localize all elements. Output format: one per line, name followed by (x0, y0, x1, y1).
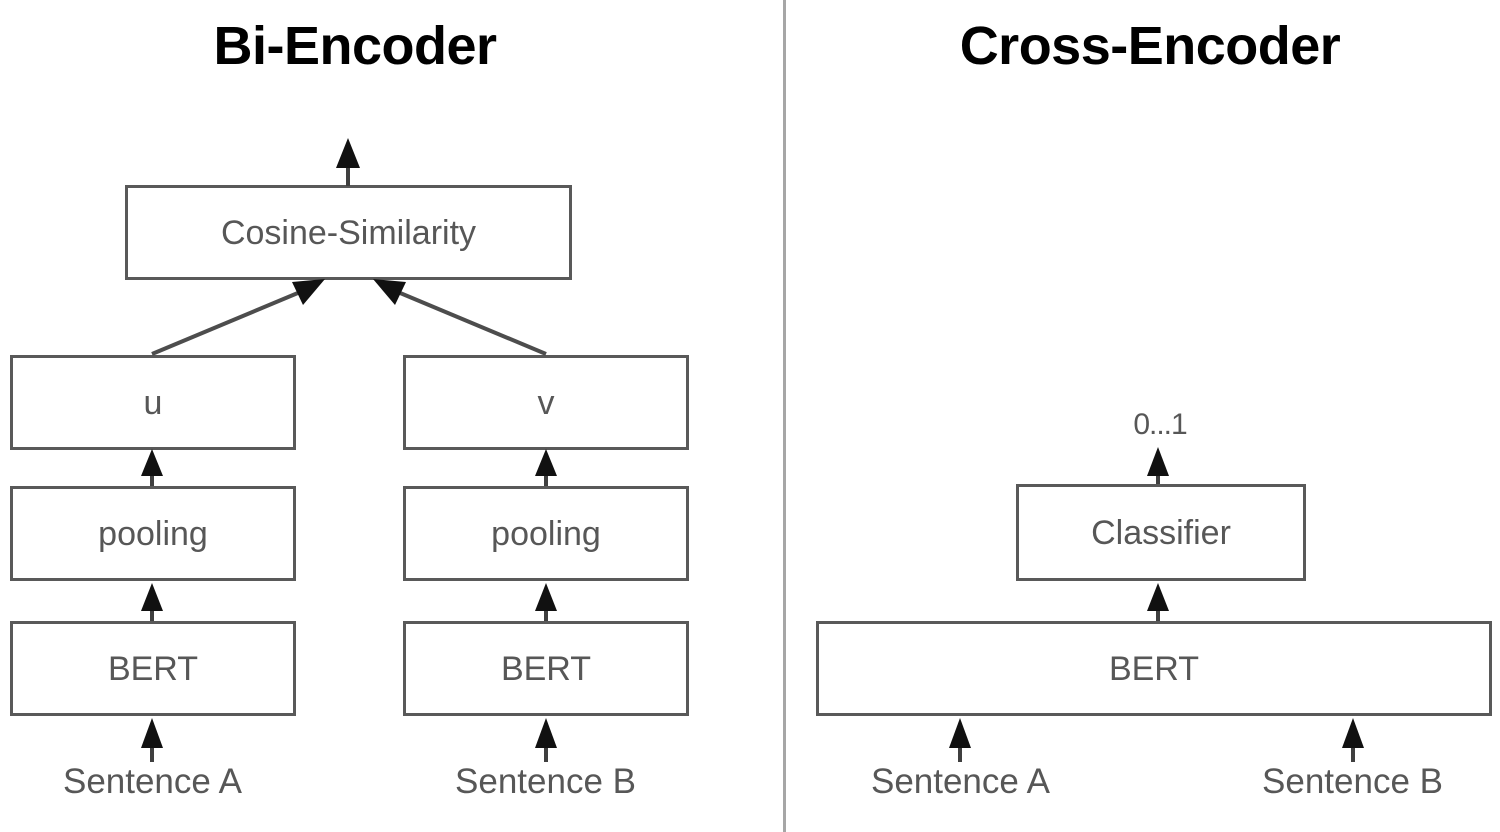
page-title-bi-encoder: Bi-Encoder (213, 16, 497, 76)
node-u[interactable]: u (10, 355, 296, 450)
node-v[interactable]: v (403, 355, 689, 450)
arrow-u-to-cosine (151, 279, 325, 356)
node-cosine-similarity-label: Cosine-Similarity (220, 213, 477, 252)
node-pooling-left-label: pooling (98, 514, 208, 553)
node-bert-right-label: BERT (500, 649, 592, 688)
input-sentence-b-cross: Sentence B (1262, 762, 1443, 801)
output-score-range: 0...1 (1133, 408, 1187, 441)
arrow-bert-left-to-pooling-left (141, 583, 163, 621)
input-sentence-a-bi: Sentence A (62, 762, 243, 801)
arrow-bert-right-to-pooling-right (535, 583, 557, 621)
node-classifier[interactable]: Classifier (1016, 484, 1306, 581)
arrow-sentence-a-to-bert-joint (949, 718, 971, 762)
page-title-cross-encoder: Cross-Encoder (959, 16, 1341, 76)
node-cosine-similarity[interactable]: Cosine-Similarity (125, 185, 572, 280)
node-classifier-label: Classifier (1091, 513, 1231, 552)
node-bert-joint[interactable]: BERT (816, 621, 1492, 716)
arrow-cosine-output (336, 138, 360, 186)
node-u-label: u (143, 383, 163, 422)
arrow-classifier-to-score (1147, 447, 1169, 484)
arrow-v-to-cosine (373, 279, 547, 356)
panel-divider (783, 0, 786, 832)
node-bert-left-label: BERT (107, 649, 199, 688)
arrow-pooling-right-to-v (535, 449, 557, 486)
input-sentence-b-bi: Sentence B (455, 762, 636, 801)
arrow-pooling-left-to-u (141, 449, 163, 486)
arrow-sentence-b-to-bert-joint (1342, 718, 1364, 762)
arrow-sentence-b-to-bert-right (535, 718, 557, 762)
arrow-sentence-a-to-bert-left (141, 718, 163, 762)
node-pooling-left[interactable]: pooling (10, 486, 296, 581)
node-pooling-right[interactable]: pooling (403, 486, 689, 581)
arrow-bert-joint-to-classifier (1147, 583, 1169, 621)
node-bert-left[interactable]: BERT (10, 621, 296, 716)
node-pooling-right-label: pooling (491, 514, 601, 553)
node-v-label: v (537, 383, 555, 422)
node-bert-right[interactable]: BERT (403, 621, 689, 716)
node-bert-joint-label: BERT (1108, 649, 1200, 688)
input-sentence-a-cross: Sentence A (870, 762, 1051, 801)
